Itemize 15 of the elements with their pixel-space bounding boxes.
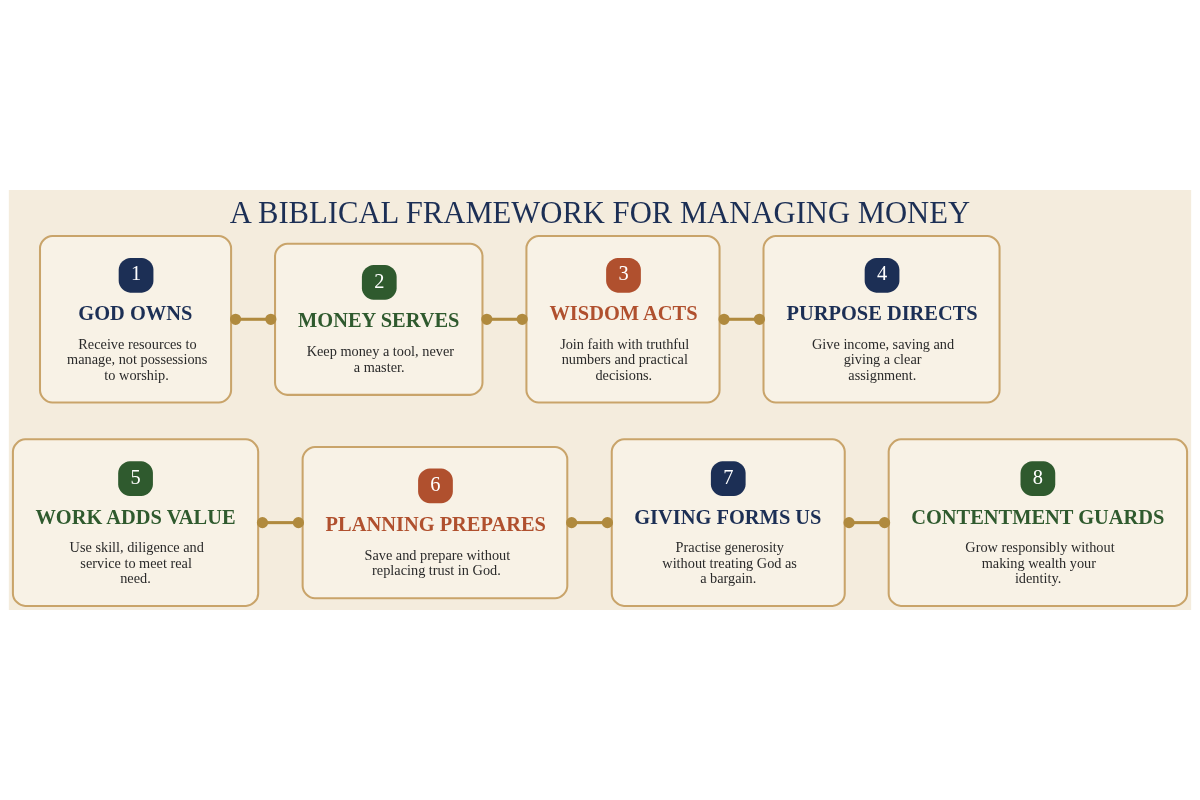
connector — [718, 313, 766, 325]
connector — [229, 313, 277, 325]
node-box: 1 GOD OWNS Receive resources to manage, not possessions to worship. — [39, 234, 233, 404]
connector — [481, 313, 528, 325]
node-box: 3 WISDOM ACTS Join faith with truthful numbers and practical decisions. — [525, 234, 721, 404]
diagram-title: A BIBLICAL FRAMEWORK FOR MANAGING MONEY — [229, 195, 971, 230]
node-box: 4 PURPOSE DIRECTS Give income, saving and giving a clear assignment. — [762, 234, 1001, 404]
connector — [566, 517, 614, 529]
node-box: 5 WORK ADDS VALUE Use skill, diligence and service to meet real need. — [11, 438, 260, 607]
node-box: 8 CONTENTMENT GUARDS Grow responsibly without making wealth your identity. — [887, 438, 1189, 607]
connector — [256, 517, 305, 529]
node-box: 7 GIVING FORMS US Practise generosity without treating God as a bargain. — [610, 438, 846, 607]
node-box: 6 PLANNING PREPARES Save and prepare without replacing trust in God. — [301, 446, 569, 600]
connector — [843, 517, 891, 529]
node-box: 2 MONEY SERVES Keep money a tool, never a master. — [274, 242, 484, 396]
